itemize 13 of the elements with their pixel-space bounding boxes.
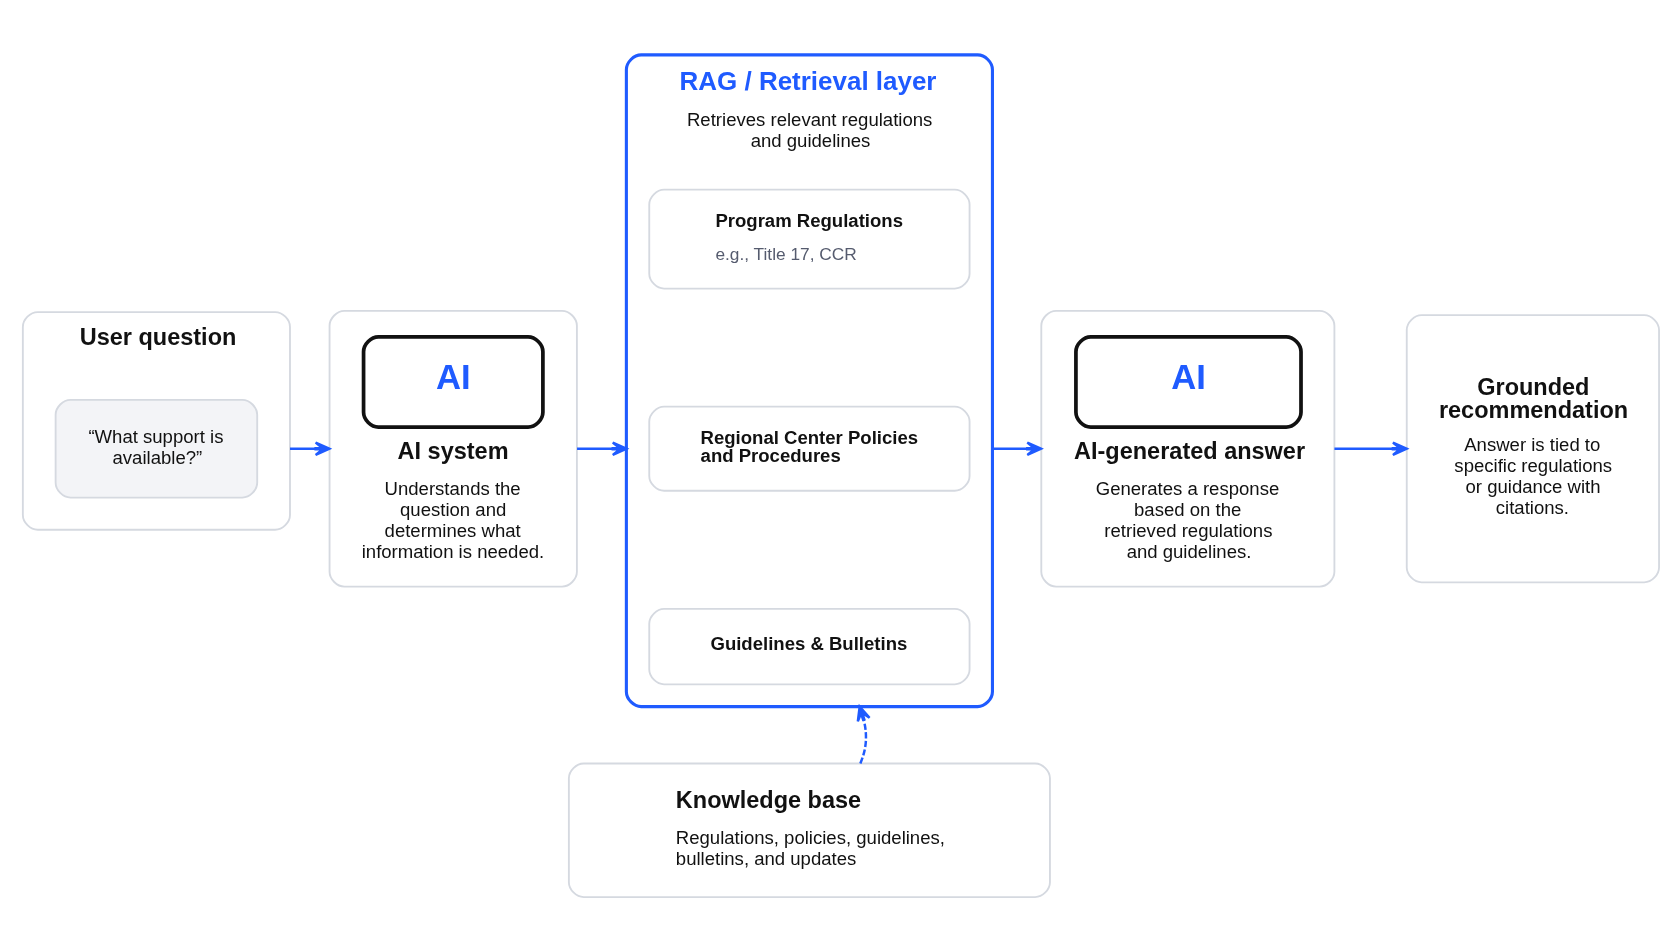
- arrow: [856, 704, 871, 764]
- arrow: [290, 440, 331, 456]
- node-box: Knowledge base Regulations, policies, guidelines, bulletins, and updates: [567, 762, 1051, 898]
- arrow: [577, 440, 628, 456]
- node-box: Grounded recommendation Answer is tied to specific regulations or guidance with citations.: [1405, 313, 1660, 583]
- arrow: [992, 440, 1043, 456]
- node-box: “What support is available?”: [54, 398, 259, 498]
- node-box: Program Regulations e.g., Title 17, CCR: [648, 188, 971, 289]
- arrow: [1334, 440, 1408, 456]
- node-box: AI AI system Understands the question and determines what information is needed.: [328, 309, 578, 588]
- node-box: Guidelines & Bulletins: [648, 607, 971, 685]
- node-box: AI AI-generated answer Generates a response based on the retrieved regulations and guidelines.: [1040, 309, 1336, 588]
- node-box: Regional Center Policies and Procedures: [648, 405, 971, 492]
